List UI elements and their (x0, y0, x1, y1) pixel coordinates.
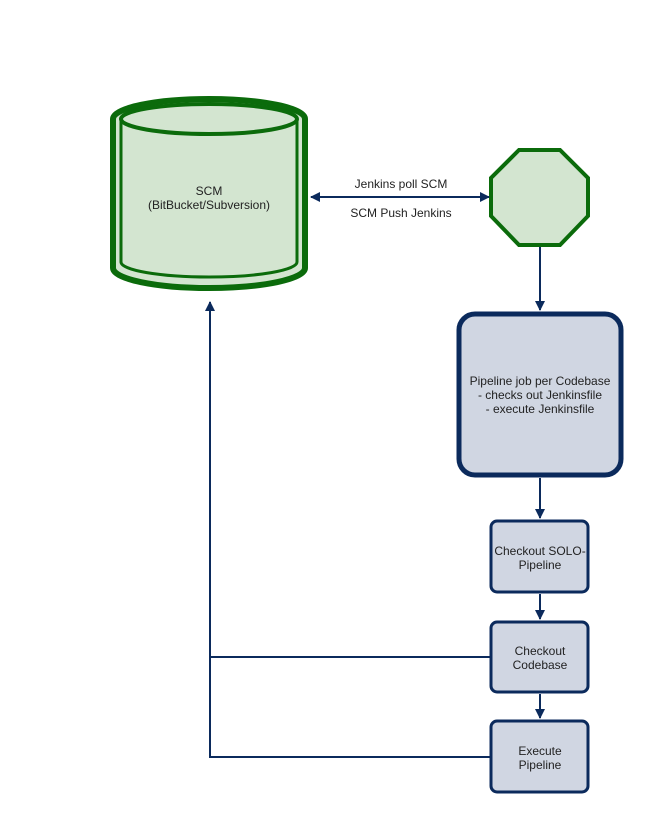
pipeline-job-line3: - execute Jenkinsfile (486, 402, 595, 416)
pipeline-job-box (456, 311, 624, 478)
pipeline-job-line2: - checks out Jenkinsfile (478, 388, 602, 402)
checkout-solo-box (489, 519, 590, 594)
scm-cylinder: SCM (BitBucket/Subversion) (110, 96, 308, 291)
scm-label-line1: SCM (196, 184, 223, 198)
checkout-solo-line1: Checkout SOLO- (494, 544, 585, 558)
checkout-codebase-line1: Checkout (515, 644, 566, 658)
trigger-octagon (489, 148, 590, 247)
scm-cylinder-inner-bottom (119, 261, 299, 279)
scm-label-line2: (BitBucket/Subversion) (148, 198, 270, 212)
checkout-solo-line2: Pipeline (519, 558, 562, 572)
execute-to-scm-connector (205, 301, 491, 758)
edge-label-scm-push: SCM Push Jenkins (350, 206, 451, 220)
checkout-solo-node: Checkout SOLO- Pipeline (489, 519, 590, 594)
pipeline-job-node: Pipeline job per Codebase - checks out J… (456, 311, 624, 478)
checkout-codebase-node: Checkout Codebase (489, 620, 590, 694)
checkout-codebase-line2: Codebase (513, 658, 568, 672)
execute-pipeline-node: Execute Pipeline (489, 719, 590, 794)
scm-trigger-edge: Jenkins poll SCM SCM Push Jenkins (310, 177, 490, 220)
edge-label-jenkins-poll: Jenkins poll SCM (355, 177, 448, 191)
scm-cylinder-top (119, 102, 299, 136)
execute-pipeline-line1: Execute (518, 744, 562, 758)
scm-cylinder-body (110, 96, 308, 291)
execute-pipeline-line2: Pipeline (519, 758, 562, 772)
pipeline-job-line1: Pipeline job per Codebase (470, 374, 611, 388)
